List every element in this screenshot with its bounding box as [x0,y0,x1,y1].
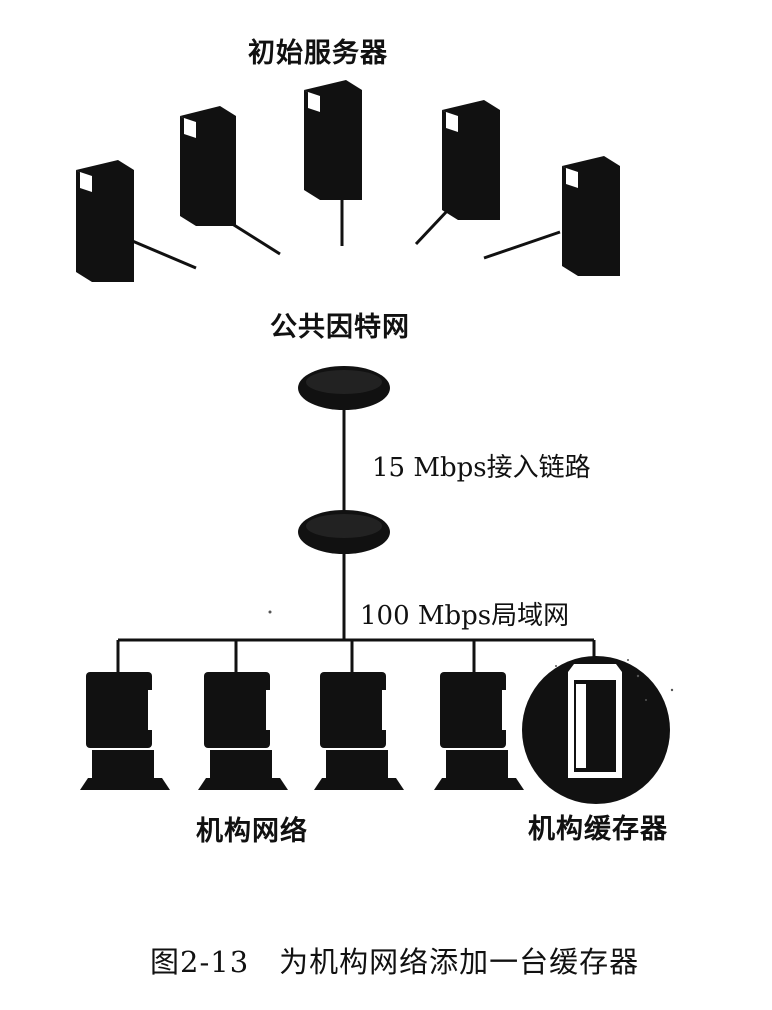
origin-servers-label: 初始服务器 [248,38,388,69]
internet-router-icon [298,366,390,410]
lan-drops [116,640,596,672]
scan-noise [268,610,674,701]
workstation-icon [80,672,170,790]
cache-server-icon [522,656,670,804]
server-tower-icon [76,160,134,282]
institution-router-icon [298,510,390,554]
server-tower-icon [442,100,500,220]
server-link-4 [414,208,450,246]
institution-cache-label: 机构缓存器 [528,814,668,845]
public-internet-label: 公共因特网 [270,312,410,343]
server-link-1 [129,238,197,270]
lan-label: 100 Mbps局域网 [360,601,570,631]
workstation-icon [314,672,404,790]
server-tower-icon [562,156,620,276]
server-link-5 [483,230,561,260]
figure-caption: 图2-13 为机构网络添加一台缓存器 [150,945,640,979]
institution-network-label: 机构网络 [196,816,308,847]
access-link-label: 15 Mbps接入链路 [372,453,591,483]
workstation-icon [198,672,288,790]
server-tower-icon [180,106,236,226]
server-tower-icon [304,80,362,200]
workstation-icon [434,672,524,790]
